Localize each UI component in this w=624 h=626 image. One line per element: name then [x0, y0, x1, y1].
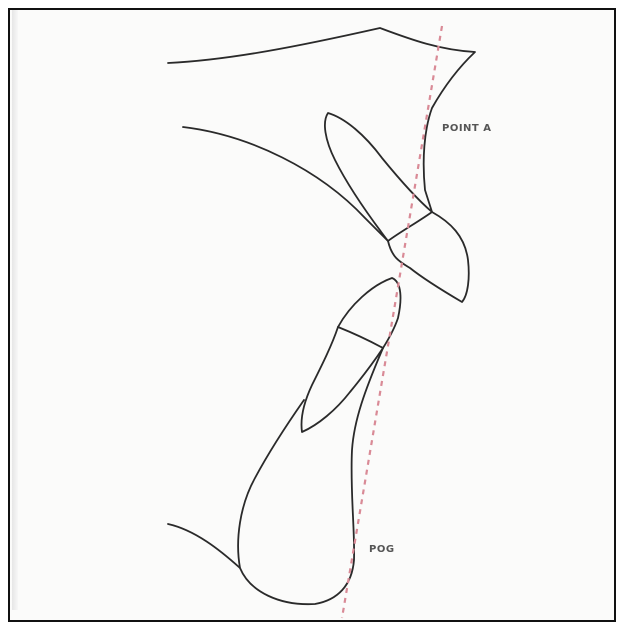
a-pog-reference-line [342, 26, 442, 618]
mandible-lower-border [168, 524, 240, 568]
lower-cej-line [338, 327, 383, 348]
point-a-label: POINT A [442, 123, 491, 134]
lower-incisor-crown [338, 278, 400, 348]
pog-label: POG [369, 544, 395, 555]
palate-curve [183, 127, 388, 241]
maxilla-outline [168, 28, 475, 212]
